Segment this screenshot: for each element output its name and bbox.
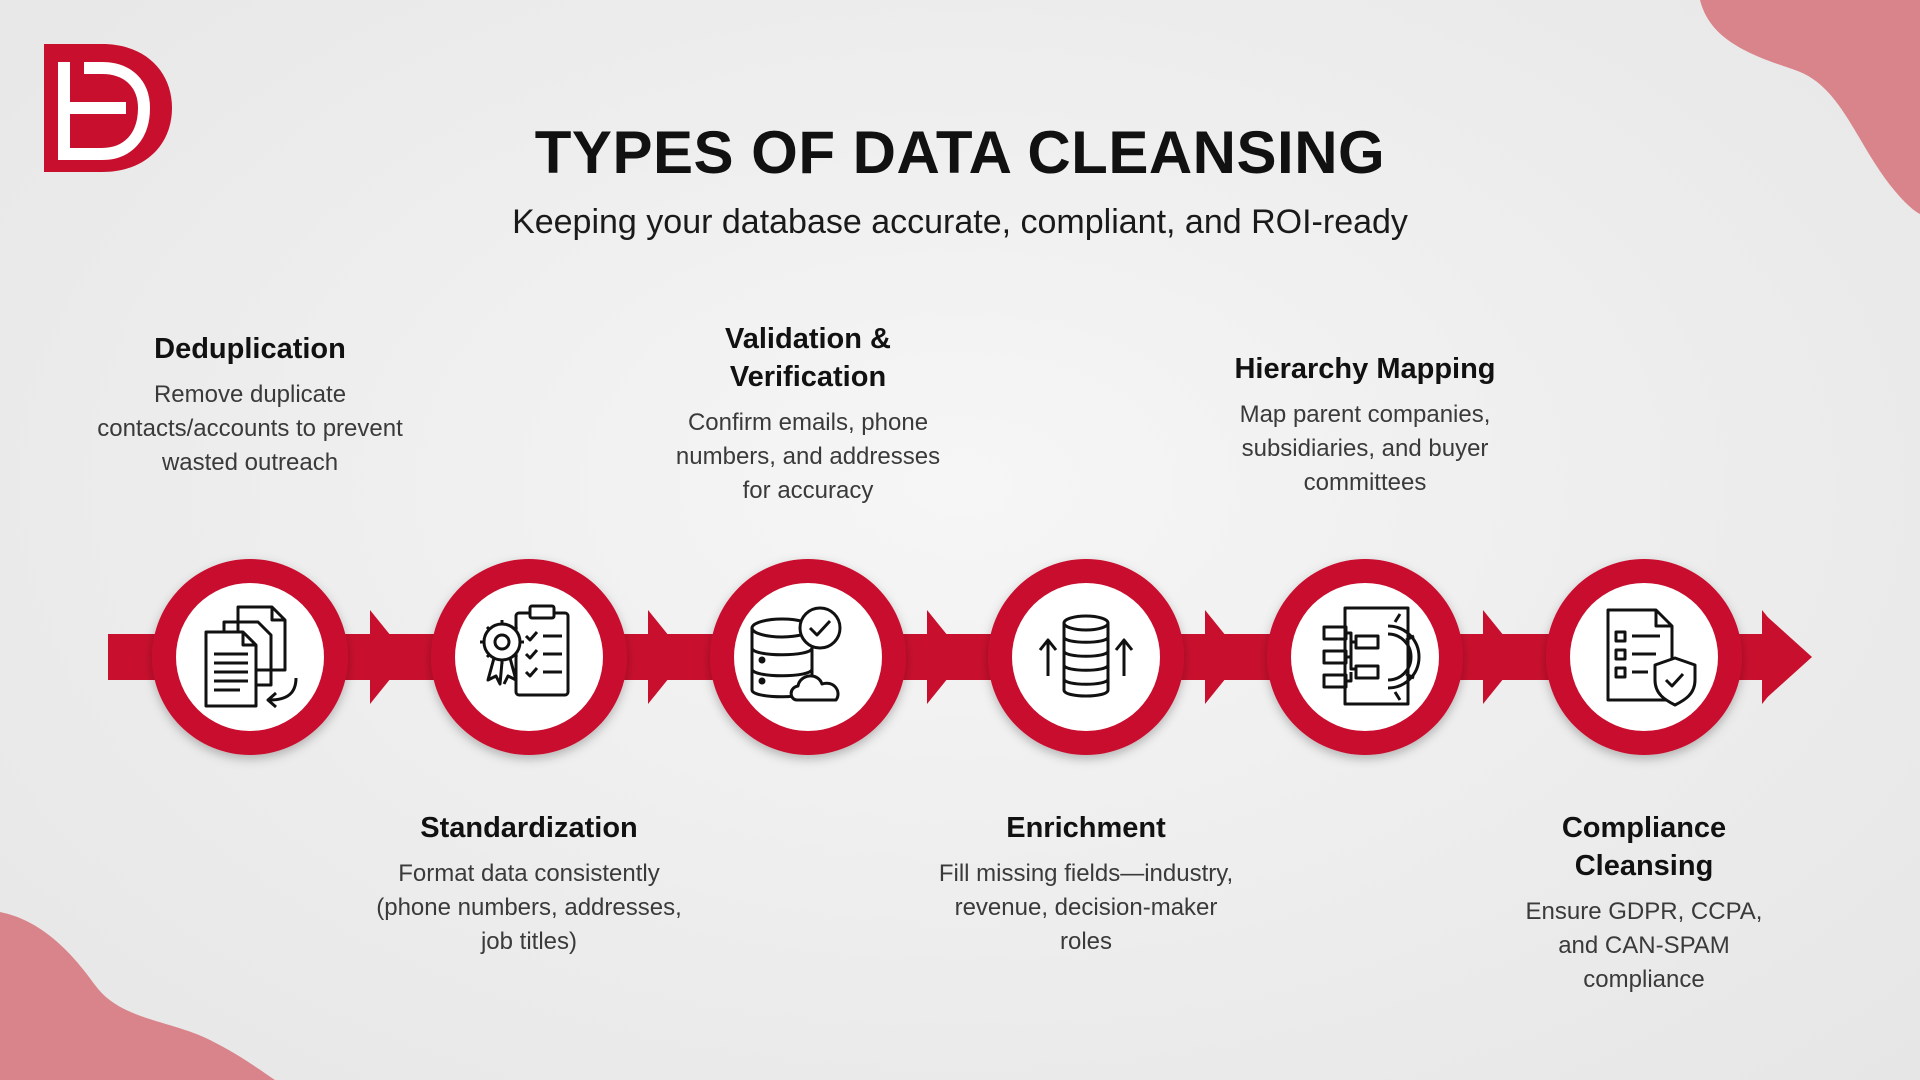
page-title: TYPES OF DATA CLEANSING xyxy=(534,119,1386,186)
step-deduplication: Deduplication Remove duplicate contacts/… xyxy=(90,330,410,480)
step-circle-6 xyxy=(1546,559,1742,755)
chevron-3 xyxy=(927,610,965,704)
page-subtitle: Keeping your database accurate, complian… xyxy=(512,203,1408,241)
hierarchy-gear-icon xyxy=(1322,606,1421,706)
step-title: Standardization xyxy=(420,812,638,844)
step-title: Validation & Verification xyxy=(725,323,891,393)
step-circle-5 xyxy=(1267,559,1463,755)
chevron-5 xyxy=(1483,610,1521,704)
step-description: Ensure GDPR, CCPA, and CAN-SPAM complian… xyxy=(1525,898,1763,993)
chevron-1 xyxy=(370,610,408,704)
checklist-shield-icon xyxy=(1606,608,1697,707)
checklist-gear-icon xyxy=(480,604,570,697)
database-check-cloud-icon xyxy=(750,606,842,702)
step-description: Format data consistently (phone numbers,… xyxy=(376,860,682,955)
step-title: Hierarchy Mapping xyxy=(1234,353,1496,385)
step-standardization: Standardization Format data consistently… xyxy=(369,809,689,959)
step-circle-3 xyxy=(710,559,906,755)
step-description: Remove duplicate contacts/accounts to pr… xyxy=(97,381,403,476)
brand-logo xyxy=(44,44,172,172)
step-description: Fill missing fields—industry, revenue, d… xyxy=(938,860,1234,955)
chevron-6 xyxy=(1762,610,1800,704)
step-hierarchy-mapping: Hierarchy Mapping Map parent companies, … xyxy=(1205,350,1525,500)
step-title: Compliance Cleansing xyxy=(1561,812,1727,882)
database-arrows-icon xyxy=(1038,614,1134,698)
step-title: Enrichment xyxy=(1006,812,1166,844)
step-description: Map parent companies, subsidiaries, and … xyxy=(1239,401,1491,496)
step-enrichment: Enrichment Fill missing fields—industry,… xyxy=(926,809,1246,959)
chevron-4 xyxy=(1205,610,1243,704)
chevron-2 xyxy=(648,610,686,704)
step-title: Deduplication xyxy=(154,333,346,365)
bottom-left-blob xyxy=(0,912,275,1080)
step-compliance: Compliance Cleansing Ensure GDPR, CCPA, … xyxy=(1519,809,1769,997)
duplicate-documents-icon xyxy=(204,605,298,709)
step-validation: Validation & Verification Confirm emails… xyxy=(668,320,948,508)
top-right-blob xyxy=(1700,0,1920,214)
step-description: Confirm emails, phone numbers, and addre… xyxy=(675,409,941,504)
